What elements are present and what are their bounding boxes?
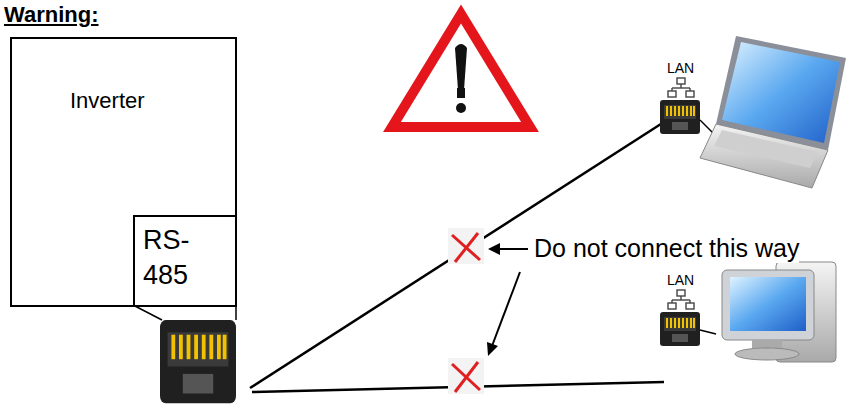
- rs485-box: RS- 485: [133, 215, 237, 307]
- lan-label: LAN: [667, 272, 694, 288]
- node-text: RS- 485: [143, 223, 215, 293]
- lan-label: LAN: [667, 60, 694, 76]
- inverter-box: InverterRS- 485: [10, 37, 237, 307]
- node-text: Inverter: [70, 87, 235, 116]
- warning-title: Warning:: [4, 2, 99, 28]
- warning-note: Do not connect this way: [534, 234, 799, 263]
